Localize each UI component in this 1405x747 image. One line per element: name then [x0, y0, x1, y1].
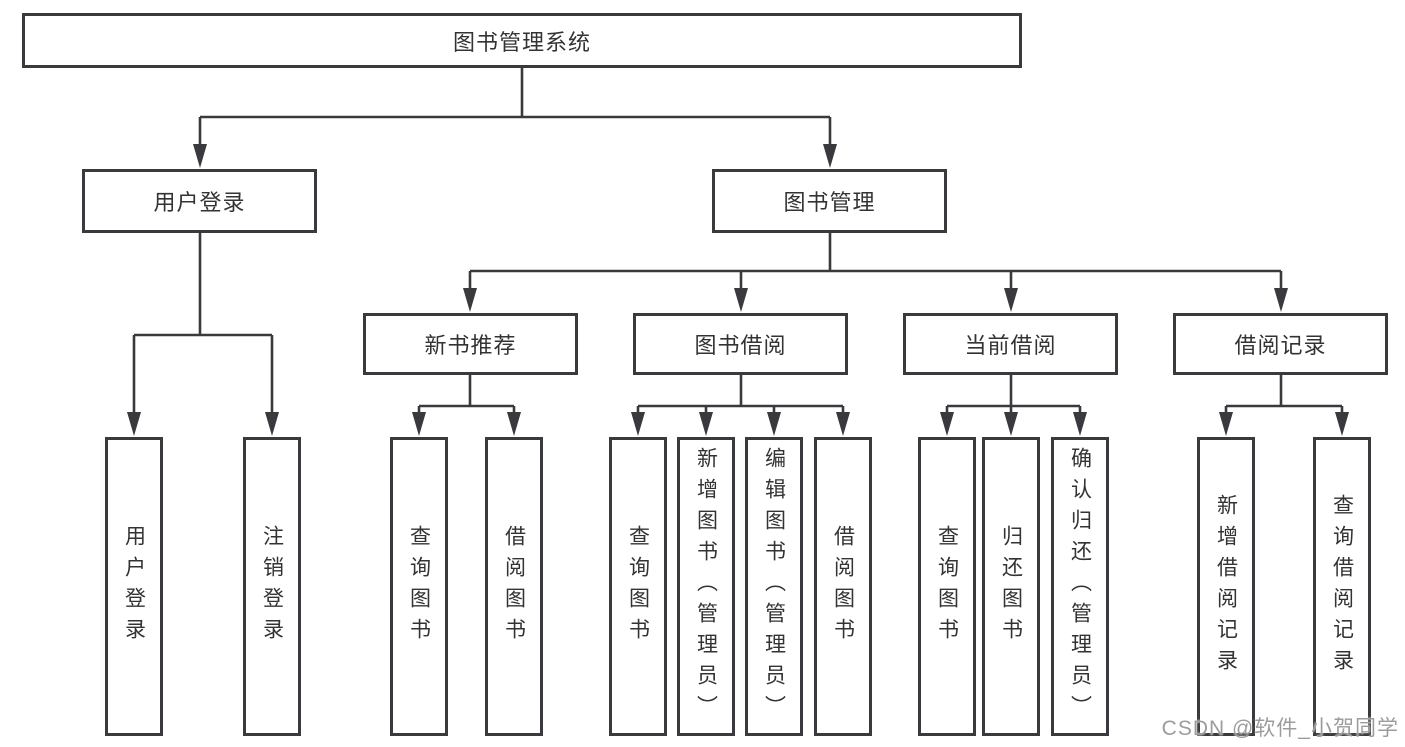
- connector-root-to-level2: [193, 68, 837, 168]
- arrowhead-icon: [699, 412, 713, 436]
- arrowhead-icon: [1004, 412, 1018, 436]
- arrowhead-icon: [734, 288, 748, 312]
- arrowhead-icon: [631, 412, 645, 436]
- connector-new-book-recommend-to-leaves: [412, 375, 521, 436]
- leaf-borrow-book-recommend: 借阅图书: [485, 437, 543, 736]
- leaf-logout: 注销登录: [243, 437, 301, 736]
- arrowhead-icon: [507, 412, 521, 436]
- arrowhead-icon: [767, 412, 781, 436]
- leaf-add-borrow-record: 新增借阅记录: [1197, 437, 1255, 736]
- connector-user-login-to-leaves: [127, 233, 279, 436]
- arrowhead-icon: [1004, 288, 1018, 312]
- arrowhead-icon: [1219, 412, 1233, 436]
- node-current-borrow: 当前借阅: [903, 313, 1118, 375]
- arrowhead-icon: [193, 144, 207, 168]
- connector-current-borrow-to-leaves: [940, 375, 1087, 436]
- arrowhead-icon: [1335, 412, 1349, 436]
- arrowhead-icon: [823, 144, 837, 168]
- node-new-book-recommend: 新书推荐: [363, 313, 578, 375]
- node-book-management: 图书管理: [712, 169, 947, 233]
- connector-borrow-record-to-leaves: [1219, 375, 1349, 436]
- leaf-edit-book-admin: 编辑图书（管理员）: [745, 437, 803, 736]
- leaf-add-book-admin: 新增图书（管理员）: [677, 437, 735, 736]
- leaf-return-book: 归还图书: [982, 437, 1040, 736]
- connector-book-borrow-to-leaves: [631, 375, 850, 436]
- leaf-query-borrow-record: 查询借阅记录: [1313, 437, 1371, 736]
- arrowhead-icon: [265, 412, 279, 436]
- connector-book-management-to-level3: [463, 233, 1288, 312]
- arrowhead-icon: [940, 412, 954, 436]
- node-root-system: 图书管理系统: [22, 13, 1022, 68]
- leaf-borrow-book: 借阅图书: [814, 437, 872, 736]
- leaf-confirm-return-admin: 确认归还（管理员）: [1051, 437, 1109, 736]
- node-borrow-record: 借阅记录: [1173, 313, 1388, 375]
- arrowhead-icon: [1274, 288, 1288, 312]
- arrowhead-icon: [412, 412, 426, 436]
- arrowhead-icon: [836, 412, 850, 436]
- leaf-query-book-borrow: 查询图书: [609, 437, 667, 736]
- leaf-user-login: 用户登录: [105, 437, 163, 736]
- node-book-borrow: 图书借阅: [633, 313, 848, 375]
- arrowhead-icon: [463, 288, 477, 312]
- watermark: CSDN @软件_小贺同学: [1161, 717, 1399, 740]
- leaf-query-book-current: 查询图书: [918, 437, 976, 736]
- leaf-query-book-recommend: 查询图书: [390, 437, 448, 736]
- node-user-login: 用户登录: [82, 169, 317, 233]
- arrowhead-icon: [1073, 412, 1087, 436]
- arrowhead-icon: [127, 412, 141, 436]
